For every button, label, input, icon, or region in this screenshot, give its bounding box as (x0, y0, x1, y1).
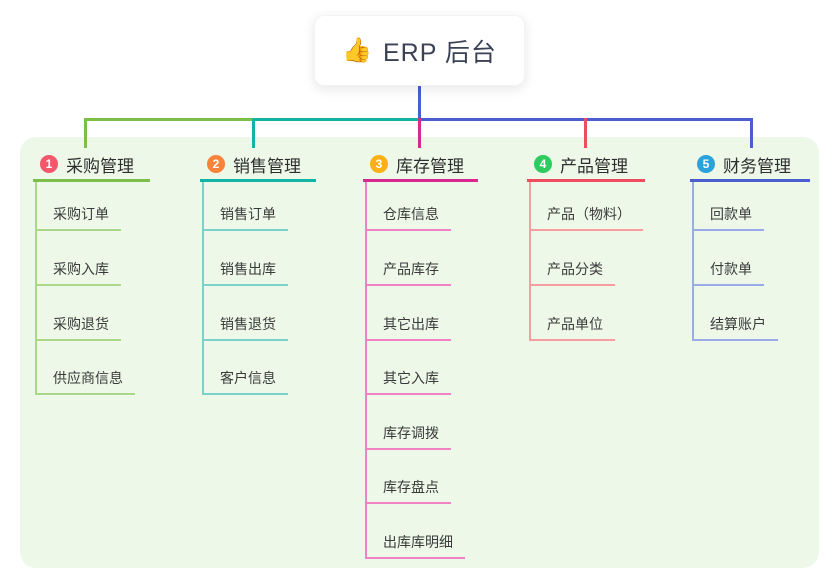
thumbs-up-icon: 👍 (342, 37, 373, 64)
branch-drop-line-4 (584, 118, 587, 148)
bus-segment-2 (252, 118, 419, 121)
child-node-5-2[interactable]: 付款单 (692, 256, 764, 286)
branch-drop-line-3 (418, 118, 421, 148)
child-node-3-4[interactable]: 其它入库 (365, 365, 451, 395)
branch-number-badge: 5 (697, 155, 715, 173)
root-title: ERP 后台 (382, 38, 497, 67)
child-node-2-2[interactable]: 销售出库 (202, 256, 288, 286)
child-node-4-2[interactable]: 产品分类 (529, 256, 615, 286)
child-node-1-2[interactable]: 采购入库 (35, 256, 121, 286)
branch-drop-line-5 (750, 118, 753, 148)
child-node-2-1[interactable]: 销售订单 (202, 201, 288, 231)
children-spine-line-1 (35, 182, 37, 395)
branch-label: 销售管理 (233, 156, 301, 176)
children-spine-line-5 (692, 182, 694, 341)
branch-drop-line-1 (84, 118, 87, 148)
branch-node-4[interactable]: 4 产品管理 (527, 149, 645, 182)
child-node-3-6[interactable]: 库存盘点 (365, 474, 451, 504)
branch-node-3[interactable]: 3 库存管理 (363, 149, 478, 182)
child-node-3-3[interactable]: 其它出库 (365, 311, 451, 341)
child-node-4-1[interactable]: 产品（物料） (529, 201, 643, 231)
child-node-1-3[interactable]: 采购退货 (35, 311, 121, 341)
child-node-3-1[interactable]: 仓库信息 (365, 201, 451, 231)
branch-label: 采购管理 (66, 156, 134, 176)
branch-number-badge: 1 (40, 155, 58, 173)
branch-number-badge: 4 (534, 155, 552, 173)
child-node-4-3[interactable]: 产品单位 (529, 311, 615, 341)
children-spine-line-2 (202, 182, 204, 395)
branch-label: 产品管理 (560, 156, 628, 176)
child-node-1-4[interactable]: 供应商信息 (35, 365, 135, 395)
root-connector-line (418, 85, 421, 121)
children-spine-line-3 (365, 182, 367, 559)
child-node-1-1[interactable]: 采购订单 (35, 201, 121, 231)
branch-number-badge: 2 (207, 155, 225, 173)
branch-label: 财务管理 (723, 156, 791, 176)
branch-node-1[interactable]: 1 采购管理 (33, 149, 150, 182)
child-node-5-3[interactable]: 结算账户 (692, 311, 778, 341)
child-node-3-2[interactable]: 产品库存 (365, 256, 451, 286)
branch-label: 库存管理 (396, 156, 464, 176)
branch-node-2[interactable]: 2 销售管理 (200, 149, 316, 182)
children-spine-line-4 (529, 182, 531, 341)
bus-segment-1 (84, 118, 252, 121)
branch-drop-line-2 (252, 118, 255, 148)
branches-panel (20, 137, 819, 568)
child-node-3-7[interactable]: 出库库明细 (365, 529, 465, 559)
branch-node-5[interactable]: 5 财务管理 (690, 149, 810, 182)
child-node-2-4[interactable]: 客户信息 (202, 365, 288, 395)
child-node-5-1[interactable]: 回款单 (692, 201, 764, 231)
root-node[interactable]: 👍 ERP 后台 (314, 15, 525, 86)
child-node-3-5[interactable]: 库存调拨 (365, 420, 451, 450)
branch-number-badge: 3 (370, 155, 388, 173)
child-node-2-3[interactable]: 销售退货 (202, 311, 288, 341)
